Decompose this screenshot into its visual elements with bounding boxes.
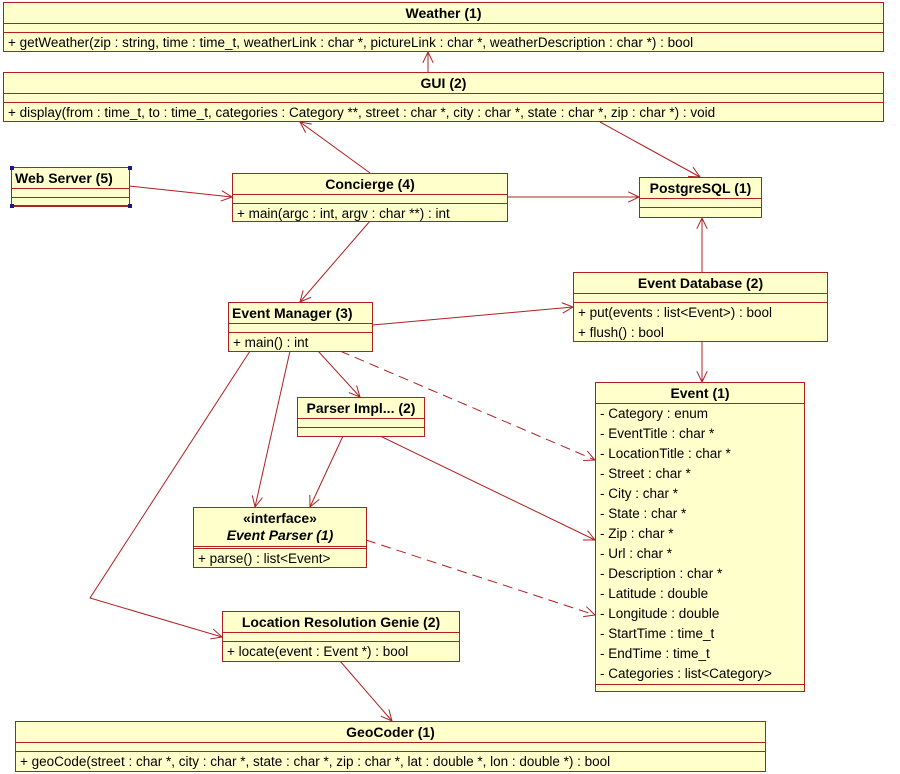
relation-event-manager-to-parser-impl[interactable] <box>317 350 361 398</box>
relation-event-database-to-postgresql[interactable] <box>696 216 708 272</box>
attribute: - EndTime : time_t <box>600 646 710 661</box>
arrowhead-icon <box>299 121 312 133</box>
operation: + put(events : list<Event>) : bool <box>578 305 772 320</box>
stereotype-label: «interface» <box>243 510 317 526</box>
operations-compartment: + getWeather(zip : string, time : time_t… <box>4 33 883 53</box>
relation-event-manager-to-location-resolution-genie[interactable] <box>89 350 251 640</box>
class-event-database[interactable]: Event Database (2) + put(events : list<Ev… <box>573 272 828 342</box>
class-title: Parser Impl... (2) <box>298 398 424 419</box>
relation-gui-to-weather[interactable] <box>422 50 434 72</box>
attribute: - Description : char * <box>600 566 723 581</box>
relation-concierge-to-gui[interactable] <box>299 121 371 174</box>
attributes-compartment: - Category : enum - EventTitle : char * - … <box>596 404 804 685</box>
class-geocoder[interactable]: GeoCoder (1) + geoCode(street : char *, c… <box>15 721 766 772</box>
operations-compartment: + geoCode(street : char *, city : char *… <box>16 752 765 772</box>
selection-handle[interactable] <box>10 204 14 208</box>
operations-compartment: + main(argc : int, argv : char **) : int <box>233 204 507 224</box>
attribute: - Longitude : double <box>600 606 720 621</box>
attribute: - Category : enum <box>600 406 709 421</box>
class-event-manager[interactable]: Event Manager (3) + main() : int <box>228 302 373 352</box>
operation: + geoCode(street : char *, city : char *… <box>20 754 611 769</box>
relation-parser-impl-to-event[interactable] <box>379 435 597 541</box>
arrowhead-icon <box>422 50 434 64</box>
class-title: Concierge (4) <box>233 174 507 195</box>
relation-concierge-to-postgresql[interactable] <box>507 191 641 203</box>
operation: + parse() : list<Event> <box>198 551 331 566</box>
attributes-compartment <box>4 94 883 103</box>
attribute: - State : char * <box>600 506 687 521</box>
operations-compartment: + main() : int <box>229 333 372 353</box>
attribute: - StartTime : time_t <box>600 626 715 641</box>
class-title: Event Manager (3) <box>229 303 372 324</box>
selection-handle[interactable] <box>128 204 132 208</box>
attribute: - LocationTitle : char * <box>600 446 731 461</box>
relation-location-resolution-genie-to-geocoder[interactable] <box>339 660 393 722</box>
class-title: GUI (2) <box>4 73 883 94</box>
relation-event-manager-to-event-database[interactable] <box>371 302 575 326</box>
operation: + getWeather(zip : string, time : time_t… <box>8 35 694 50</box>
operation: + main(argc : int, argv : char **) : int <box>237 206 450 221</box>
relation-concierge-to-event-manager[interactable] <box>299 220 371 303</box>
class-title: Event (1) <box>596 383 804 404</box>
relation-event-parser-to-event[interactable] <box>365 539 597 618</box>
class-weather[interactable]: Weather (1) + getWeather(zip : string, ti… <box>3 2 884 52</box>
attribute: - Zip : char * <box>600 526 674 541</box>
attributes-compartment <box>298 419 424 428</box>
selection-handle[interactable] <box>10 166 14 170</box>
selection-handle[interactable] <box>128 166 132 170</box>
class-gui[interactable]: GUI (2) + display(from : time_t, to : tim… <box>3 72 884 122</box>
class-event-parser[interactable]: «interface»Event Parser (1) + parse() : l… <box>193 507 367 568</box>
class-concierge[interactable]: Concierge (4) + main(argc : int, argv : c… <box>232 173 508 222</box>
attributes-compartment <box>233 195 507 204</box>
operations-compartment <box>12 198 129 207</box>
operations-compartment <box>596 685 804 693</box>
operations-compartment: + put(events : list<Event>) : bool + flus… <box>574 303 827 343</box>
class-title: Web Server (5) <box>12 168 129 189</box>
operations-compartment: + display(from : time_t, to : time_t, ca… <box>4 103 883 123</box>
attribute: - Url : char * <box>600 546 673 561</box>
attributes-compartment <box>4 24 883 33</box>
attribute: - City : char * <box>600 486 679 501</box>
class-location-resolution-genie[interactable]: Location Resolution Genie (2) + locate(ev… <box>222 611 460 662</box>
arrowhead-icon <box>696 216 708 230</box>
relation-gui-to-postgresql[interactable] <box>599 121 702 178</box>
attribute: - EventTitle : char * <box>600 426 715 441</box>
class-title: GeoCoder (1) <box>16 722 765 743</box>
operations-compartment <box>298 428 424 436</box>
class-title: Location Resolution Genie (2) <box>223 612 459 633</box>
class-title: PostgreSQL (1) <box>640 178 761 199</box>
operations-compartment: + locate(event : Event *) : bool <box>223 642 459 662</box>
attribute: - Latitude : double <box>600 586 709 601</box>
class-title: «interface»Event Parser (1) <box>194 508 366 547</box>
relation-parser-impl-to-event-parser[interactable] <box>309 435 344 509</box>
relation-event-manager-to-event-parser[interactable] <box>251 350 291 509</box>
class-event[interactable]: Event (1) - Category : enum - EventTitle :… <box>595 382 805 692</box>
operation: + locate(event : Event *) : bool <box>227 644 409 659</box>
attributes-compartment <box>229 324 372 333</box>
class-web-server[interactable]: Web Server (5) <box>10 166 132 208</box>
attributes-compartment <box>223 633 459 642</box>
attribute: - Street : char * <box>600 466 691 481</box>
operation: + main() : int <box>233 335 309 350</box>
class-postgresql[interactable]: PostgreSQL (1) <box>639 177 762 218</box>
attribute: - Categories : list<Category> <box>600 666 772 681</box>
attributes-compartment <box>194 547 366 549</box>
class-parser-impl[interactable]: Parser Impl... (2) <box>297 397 425 437</box>
relation-event-database-to-event[interactable] <box>696 341 708 384</box>
operations-compartment: + parse() : list<Event> <box>194 549 366 569</box>
attributes-compartment <box>16 743 765 752</box>
class-name: Event Parser (1) <box>226 527 334 543</box>
class-title: Weather (1) <box>4 3 883 24</box>
operation: + display(from : time_t, to : time_t, ca… <box>8 105 716 120</box>
class-title: Event Database (2) <box>574 273 827 294</box>
relation-web-server-to-concierge[interactable] <box>128 185 234 202</box>
attributes-compartment <box>12 189 129 198</box>
operation: + flush() : bool <box>578 325 664 340</box>
attributes-compartment <box>640 199 761 208</box>
attributes-compartment <box>574 294 827 303</box>
operations-compartment <box>640 208 761 216</box>
